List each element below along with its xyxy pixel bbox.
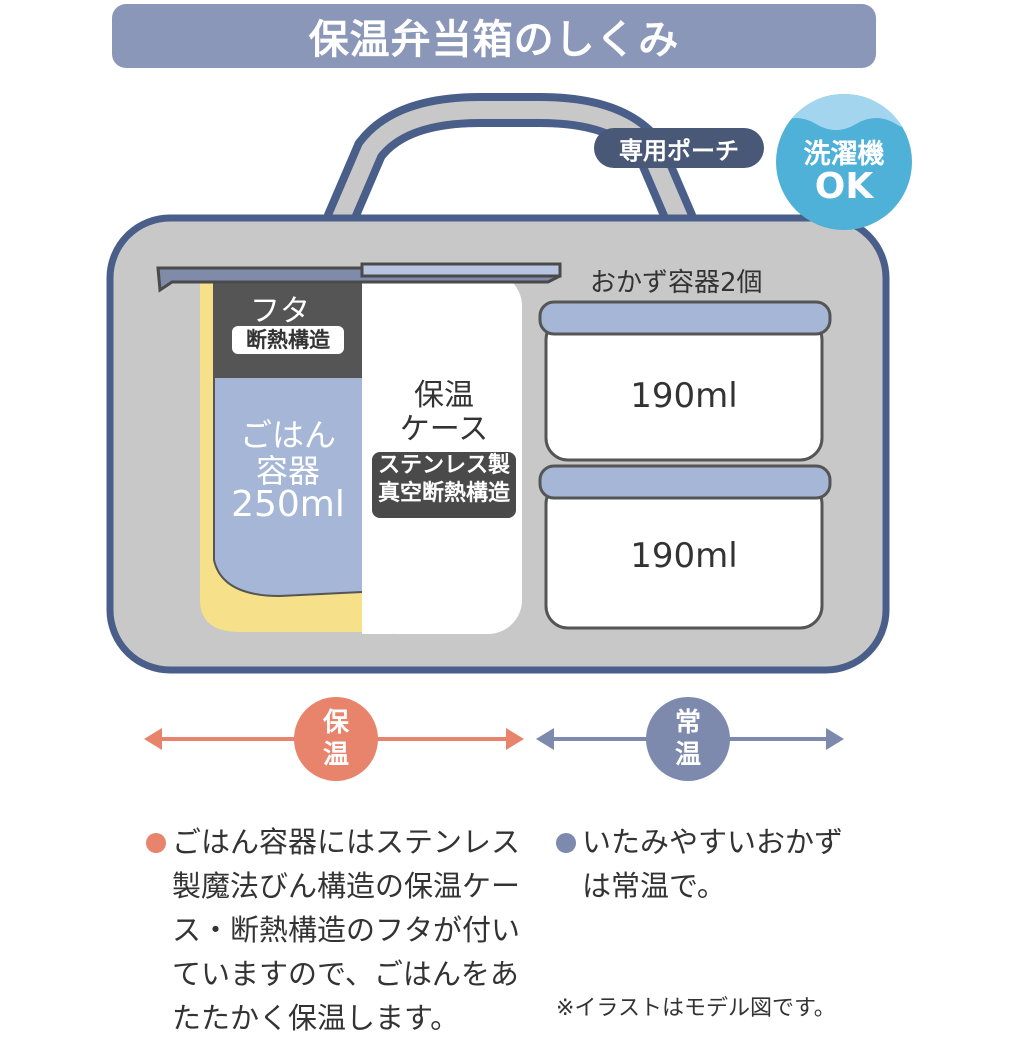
- lid-name: フタ: [250, 294, 310, 329]
- room-bullet-icon: [556, 833, 576, 853]
- rice-line2: 容器: [255, 452, 320, 490]
- warm-note-line1: ごはん容器にはステンレス: [172, 825, 521, 859]
- case-spec: ステンレス製 真空断熱構造: [372, 452, 516, 518]
- wave-icon: [776, 94, 912, 130]
- warm-zone-line2: 温: [322, 740, 349, 770]
- side-bottom-capacity: 190ml: [630, 536, 738, 576]
- warm-zone-line1: 保: [322, 708, 349, 738]
- warm-zone-label: 保 温: [294, 697, 378, 781]
- warm-note-line3: ス・断熱構造のフタが付い: [172, 913, 521, 947]
- rice-line1: ごはん: [239, 416, 336, 454]
- rice-capacity: 250ml: [231, 484, 345, 525]
- case-line2: ケース: [399, 412, 489, 447]
- room-zone-line1: 常: [674, 708, 701, 738]
- room-note-line2: は常温で。: [582, 869, 726, 903]
- title-banner: 保温弁当箱のしくみ: [112, 4, 876, 68]
- warm-note: ごはん容器にはステンレス 製魔法びん構造の保温ケー ス・断熱構造のフタが付い て…: [146, 820, 546, 1040]
- lid-spec: 断熱構造: [232, 326, 344, 354]
- page-title: 保温弁当箱のしくみ: [308, 17, 680, 63]
- side-containers-label: おかず容器2個: [590, 268, 763, 298]
- room-note: いたみやすいおかず は常温で。: [556, 820, 896, 908]
- pouch-label: 専用ポーチ: [594, 128, 764, 168]
- warm-note-line4: ていますので、ごはんをあ: [172, 957, 519, 991]
- washable-line2: OK: [814, 166, 874, 207]
- rice-container-outline: [213, 282, 363, 598]
- lid-plate-top: [360, 262, 562, 278]
- warm-bullet-icon: [146, 833, 166, 853]
- side-container-bottom-lid: [538, 464, 832, 500]
- washable-line1: 洗濯機: [803, 139, 885, 170]
- lid-insulation: [214, 270, 362, 378]
- case-spec-line2: 真空断熱構造: [377, 481, 510, 506]
- case-spec-line1: ステンレス製: [377, 453, 510, 478]
- warm-note-line5: たたかく保温します。: [172, 1001, 460, 1035]
- warm-note-line2: 製魔法びん構造の保温ケー: [172, 869, 521, 903]
- side-container-top-lid: [538, 300, 832, 336]
- case-line1: 保温: [414, 378, 474, 413]
- room-zone-line2: 温: [674, 740, 701, 770]
- side-top-capacity: 190ml: [630, 376, 738, 416]
- footnote: ※イラストはモデル図です。: [556, 996, 836, 1021]
- room-note-line1: いたみやすいおかず: [582, 825, 844, 859]
- room-zone-label: 常 温: [646, 697, 730, 781]
- washable-badge: 洗濯機 OK: [776, 94, 912, 230]
